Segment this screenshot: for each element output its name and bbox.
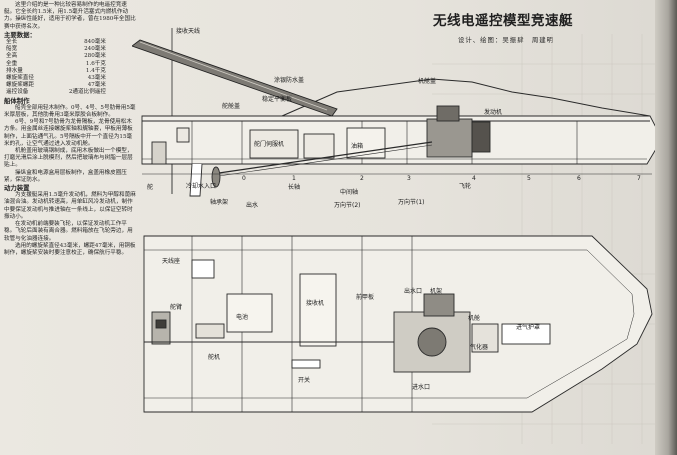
label-engine-cover: 机舱盖 <box>418 78 437 85</box>
hull-paragraph: 机舱盖用玻璃钢制成，底用木板做出一个模型，打磨光滑后涂上脱模剂，然后把玻璃布与树… <box>4 148 133 169</box>
label-fuel-tank: 油箱 <box>351 143 364 150</box>
station-marker: 2 <box>360 175 364 182</box>
page-title: 无线电遥控模型竞速艇 <box>433 13 573 29</box>
label-prop-support: 轴承架 <box>210 199 229 206</box>
power-section-title: 动力装置 <box>4 184 30 193</box>
label-engine-mount: 机架 <box>430 288 443 295</box>
title-block: 无线电遥控模型竞速艇 <box>433 9 573 29</box>
label-water-outlet: 出水口 <box>404 288 423 295</box>
hull-paragraph: 船壳全部用轻木制作。0号、4号、5号肋骨用5毫米厚层板，其他肋骨用3毫米厚胶合板… <box>4 104 136 119</box>
page-spine-shadow <box>655 0 677 455</box>
label-antenna-base: 天线座 <box>162 258 181 265</box>
station-marker: 1 <box>292 175 296 182</box>
label-engine-bay: 机舱 <box>468 315 481 322</box>
label-rudder-cover: 舵舱盖 <box>222 103 241 110</box>
main-data-title: 主要数据： <box>4 30 36 39</box>
label-receiver: 接收机 <box>306 300 325 307</box>
label-waterproof-cover: 涂银防水盖 <box>274 77 305 84</box>
station-marker: 7 <box>637 175 641 182</box>
station-marker: 0 <box>242 175 246 182</box>
article-text-column: 这里介绍的是一种比较容易制作的电遥控竞速艇。它全长约1.5米，用1.5毫升活塞式… <box>4 2 136 452</box>
hull-paragraph: 6号、9号和7号肋骨为龙骨隔板，龙骨使用松木方条。用金属丝连接螺旋桨轴和艉轴套，… <box>4 119 133 147</box>
power-paragraph: 在发动机前端要装飞轮，以保证发动机工作平稳。飞轮后面装有离合器。燃料箱放在飞轮旁… <box>4 221 133 242</box>
label-middle-shaft: 中间轴 <box>340 189 359 196</box>
label-switch: 开关 <box>298 377 311 384</box>
label-front-deck: 前甲板 <box>356 294 375 301</box>
station-markers: 0 1 2 3 4 5 6 7 <box>242 175 641 182</box>
label-carburetor: 气化器 <box>470 344 489 351</box>
power-paragraph: 选用的螺旋桨直径43毫米，螺距47毫米，用铜板制作，螺旋桨安装时要注意校正，确保… <box>4 242 136 256</box>
label-universal-joint: 万向节(1) <box>398 199 425 206</box>
label-air-scoop: 进气护罩 <box>516 324 541 331</box>
station-marker: 3 <box>407 175 411 182</box>
boat-technical-drawing: 0 1 2 3 4 5 6 7 <box>132 28 663 444</box>
label-cooling-inlet: 冷却水入口 <box>186 183 217 190</box>
label-universal-joint-2: 万向节(2) <box>334 202 361 209</box>
power-paragraph: 为支援艇采用1.5毫升发动机，燃料为甲醇和蓖麻油混合油。发动机转速高，用单缸风冷… <box>4 192 136 220</box>
station-marker: 5 <box>527 175 531 182</box>
label-rudder-servo-box: 舵门伺服机 <box>254 141 285 148</box>
plan-view <box>143 235 653 413</box>
side-view <box>132 28 663 197</box>
label-rudder-gear: 舵机 <box>208 354 221 361</box>
hull-section-title: 船体制作 <box>4 96 30 105</box>
credit-line: 设计、绘图：吴振肆 周建明 <box>458 36 555 44</box>
label-battery: 电池 <box>236 314 249 321</box>
label-rudder: 舵 <box>147 184 154 191</box>
station-marker: 6 <box>577 175 581 182</box>
label-water-inlet: 进水口 <box>412 384 431 391</box>
label-rudder-arm: 舵臂 <box>170 304 183 311</box>
label-flywheel: 飞轮 <box>459 183 472 190</box>
label-engine: 发动机 <box>484 109 503 116</box>
label-stabilizer: 稳定平衡板 <box>262 96 293 103</box>
intro-paragraph: 这里介绍的是一种比较容易制作的电遥控竞速艇。它全长约1.5米，用1.5毫升活塞式… <box>4 2 136 30</box>
label-long-shaft: 长轴 <box>288 184 301 191</box>
label-drain: 出水 <box>246 202 259 209</box>
label-antenna: 接收天线 <box>176 28 201 35</box>
station-marker: 4 <box>472 175 476 182</box>
hull-paragraph: 操纵盒和电源盒用层板制作，盒盖用橡皮圈压紧，保证防水。 <box>4 169 127 183</box>
